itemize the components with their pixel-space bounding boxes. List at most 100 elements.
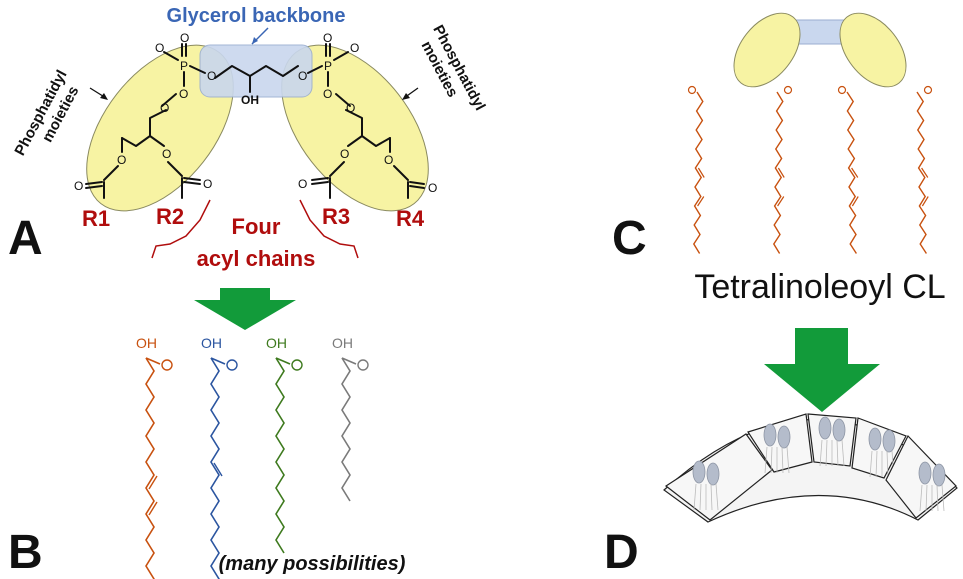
- panel-b: OH OH OH OH (many possibilities) B: [8, 335, 406, 579]
- lipid-head: [692, 460, 706, 484]
- panel-letter-a: A: [8, 212, 43, 265]
- carbonyl-oxygen: [161, 359, 173, 371]
- lipid-tail: [869, 450, 873, 478]
- svg-text:O: O: [340, 147, 349, 161]
- chain-carbonyl: [783, 85, 793, 95]
- fatty-acid-chain: [275, 357, 285, 554]
- fatty-acid-oh-2: OH: [201, 335, 222, 351]
- lipid-tail: [875, 450, 878, 478]
- panel-letter-d: D: [604, 526, 639, 579]
- svg-text:O: O: [323, 31, 332, 45]
- carbonyl-oxygen: [357, 359, 369, 371]
- acyl-chains-label: acyl chains: [197, 246, 316, 271]
- svg-text:O: O: [350, 41, 359, 55]
- fatty-acid-oh-3: OH: [266, 335, 287, 351]
- r2-label: R2: [156, 204, 184, 229]
- chain-carbonyl: [837, 85, 847, 95]
- phosphatidyl-label-right: Phosphatidyl moieties: [418, 22, 489, 113]
- phosphatidyl-label-left: Phosphatidyl moieties: [11, 67, 82, 158]
- lipid-head: [777, 425, 791, 449]
- fatty-acid-chain: [341, 357, 351, 502]
- lipid-tail: [715, 483, 719, 511]
- arrow-a-to-b: [194, 288, 296, 330]
- acyl-bracket-left: [151, 199, 211, 259]
- lipid-tail: [919, 484, 923, 512]
- lipid-head: [832, 418, 846, 442]
- lipid-tail: [819, 439, 823, 467]
- svg-text:P: P: [324, 59, 332, 73]
- acyl-bracket-right: [299, 199, 359, 259]
- glycerol-backbone-title: Glycerol backbone: [167, 5, 346, 27]
- lipid-tail: [710, 483, 713, 511]
- svg-text:OH: OH: [241, 93, 259, 107]
- chain-double-bond: [697, 167, 705, 178]
- linoleoyl-chain: [846, 91, 857, 254]
- carbonyl-bond: [341, 357, 357, 365]
- lipid-tail: [770, 446, 773, 474]
- lipid-tail: [693, 483, 697, 511]
- svg-text:P: P: [180, 59, 188, 73]
- fatty-acid-chain: [145, 357, 155, 579]
- c-phosphatidyl-right: [839, 12, 907, 88]
- r1-label: R1: [82, 206, 110, 231]
- c-linoleoyl-chains: [687, 85, 933, 254]
- chain-double-bond: [777, 196, 785, 207]
- chain-double-bond: [851, 196, 859, 207]
- glycerol-backbone-box: [199, 44, 313, 98]
- lipid-tail: [886, 450, 889, 478]
- chain-double-bond: [921, 196, 929, 207]
- lipid-head: [763, 423, 777, 447]
- svg-text:O: O: [323, 87, 332, 101]
- linoleoyl-chain: [692, 91, 704, 254]
- fatty-acid-chain: [210, 357, 220, 579]
- svg-text:O: O: [162, 147, 171, 161]
- carbonyl-bond: [210, 357, 226, 365]
- lipid-tail: [825, 439, 828, 467]
- lipid-head: [706, 462, 720, 486]
- cardiolipin-skeleton: OH O O P O O O O O O O: [74, 31, 437, 199]
- c-phosphatidyl-left: [733, 12, 801, 88]
- chain-double-bond: [921, 167, 929, 178]
- panel-c: Tetralinoleoyl CL C: [612, 12, 946, 306]
- lipid-tail: [925, 484, 928, 512]
- lipid-tail: [836, 439, 839, 467]
- phosphatidyl-arrowhead-left: [100, 93, 108, 100]
- carbonyl-oxygen: [291, 359, 303, 371]
- lipid-tail: [764, 446, 768, 474]
- arrow-c-to-d: [764, 328, 880, 412]
- panel-letter-c: C: [612, 212, 647, 265]
- chain-double-bond: [697, 196, 705, 207]
- svg-text:O: O: [160, 101, 169, 115]
- double-bond: [213, 462, 223, 477]
- four-label: Four: [232, 214, 281, 239]
- lipid-tail: [699, 483, 702, 511]
- lipid-head: [882, 429, 896, 453]
- membrane-wedges: [664, 413, 957, 521]
- double-bond: [148, 501, 158, 516]
- chain-carbonyl: [923, 85, 933, 95]
- svg-text:O: O: [117, 153, 126, 167]
- double-bond: [148, 475, 158, 490]
- chain-double-bond: [777, 167, 785, 178]
- phosphatidyl-arrowhead-right: [402, 93, 410, 100]
- lipid-tail: [781, 446, 784, 474]
- linoleoyl-chain: [916, 91, 927, 254]
- chain-double-bond: [851, 167, 859, 178]
- svg-text:O: O: [346, 101, 355, 115]
- lipid-tail: [936, 484, 939, 512]
- fatty-acid-oh-1: OH: [136, 335, 157, 351]
- glycerol-arrowhead: [252, 37, 258, 44]
- many-possibilities-note: (many possibilities): [219, 553, 406, 575]
- carbonyl-bond: [275, 357, 291, 365]
- carbonyl-oxygen: [226, 359, 238, 371]
- lipid-tail: [786, 446, 790, 474]
- linoleoyl-chain: [772, 91, 784, 254]
- r3-label: R3: [322, 204, 350, 229]
- tetralinoleoyl-label: Tetralinoleoyl CL: [694, 268, 945, 306]
- svg-text:O: O: [428, 181, 437, 195]
- svg-text:O: O: [179, 87, 188, 101]
- svg-text:O: O: [203, 177, 212, 191]
- chain-carbonyl: [687, 85, 697, 95]
